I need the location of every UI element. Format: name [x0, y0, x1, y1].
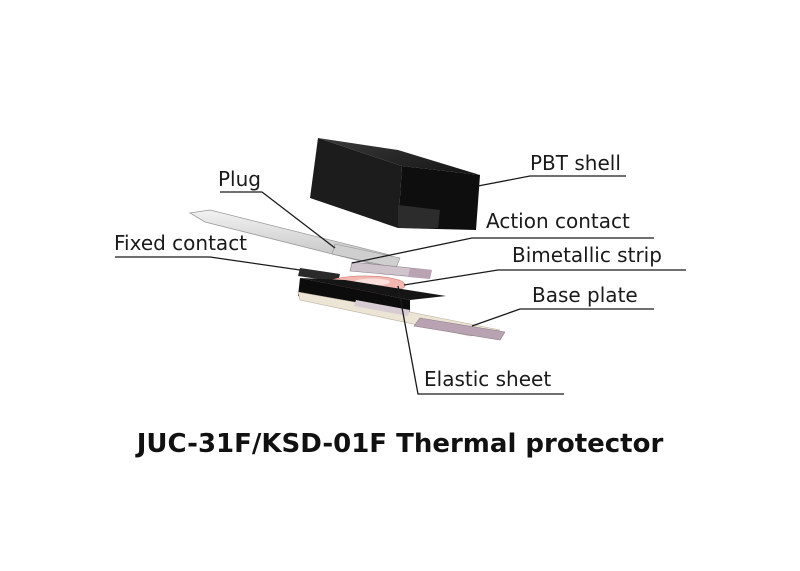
action-contact-part [349, 261, 432, 279]
fixed-contact-bar [298, 268, 340, 282]
leader-fixed-contact [115, 256, 301, 271]
leader-action-contact [351, 237, 654, 264]
label-base-plate: Base plate [532, 283, 638, 307]
leader-base-plate [471, 308, 654, 327]
shell-front-face [310, 138, 402, 228]
label-bimetallic-strip: Bimetallic strip [512, 243, 662, 267]
shell-notch [398, 205, 440, 228]
elastic-sheet-strip [354, 300, 410, 316]
action-contact-tab [408, 268, 432, 279]
leader-lines [115, 175, 686, 395]
base-plate-part [297, 278, 506, 341]
plug-part [188, 209, 401, 269]
base-terminal [413, 317, 506, 341]
leader-elastic-sheet [397, 285, 564, 395]
leader-bimetallic-strip [403, 269, 686, 286]
pbt-shell-part [310, 138, 480, 230]
shell-top-face [318, 138, 480, 175]
label-action-contact: Action contact [486, 209, 630, 233]
label-elastic-sheet: Elastic sheet [424, 367, 551, 391]
label-plug: Plug [218, 167, 261, 191]
leader-pbt-shell [477, 175, 626, 187]
base-frame-top [300, 278, 446, 300]
diagram-title: JUC-31F/KSD-01F Thermal protector [135, 429, 664, 459]
leader-plug [220, 191, 336, 249]
label-fixed-contact: Fixed contact [114, 231, 247, 255]
label-pbt-shell: PBT shell [530, 151, 621, 175]
